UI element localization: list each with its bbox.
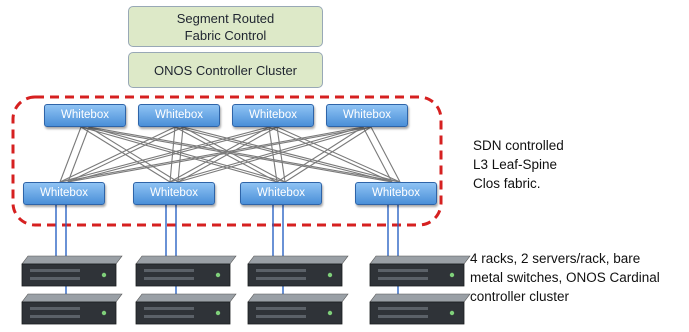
spine-leaf-link [276,126,286,183]
leaf-server-links [55,205,399,302]
segment-routed-label-line1: Segment Routed [176,10,275,26]
racks-description-line1: 4 racks, 2 servers/rack, bare [470,251,641,266]
server-bay [144,315,194,318]
fabric-description-line3: Clos fabric. [473,176,541,191]
server-top [21,293,123,303]
rack-server-icon [247,255,349,287]
spine-leaf-link [177,126,372,183]
server-led [449,310,455,316]
rack-server-icon [21,293,123,325]
server-top [135,255,237,265]
spine-leaf-link [284,126,372,183]
spine-leaf-link [59,126,176,183]
spine-leaf-link [177,126,184,183]
server-led [327,272,333,278]
server-bay [378,307,428,310]
racks-description-line2: metal switches, ONOS Cardinal [470,270,660,285]
spine-switch-3: Whitebox [232,104,314,127]
server-led [101,272,107,278]
server-bay [256,315,306,318]
server-bay [256,307,306,310]
leaf-switch-2: Whitebox [133,182,215,205]
server-led [449,272,455,278]
spine-leaf-link [88,126,401,183]
rack-server-icon [369,293,471,325]
server-led [215,272,221,278]
fabric-description-line2: L3 Leaf-Spine [473,157,558,172]
spine-switch-2: Whitebox [138,104,220,127]
spine-leaf-link [67,126,90,183]
spine-leaf-link [276,126,401,183]
onos-controller-label: ONOS Controller Cluster [153,62,298,78]
leaf-switch-4: Whitebox [355,182,437,205]
leaf-switch-3: Whitebox [240,182,322,205]
spine-leaf-link [182,126,286,183]
rack-server-icon [369,255,471,287]
spine-leaf-link [67,126,372,183]
server-bay [144,269,194,272]
spine-leaf-link [80,126,278,183]
spine-leaf-link [177,126,278,183]
server-bay [30,277,80,280]
server-led [327,310,333,316]
server-bay [256,269,306,272]
server-bay [144,307,194,310]
spine-leaf-link [67,126,278,183]
spine-leaf-link [59,126,82,183]
server-bay [378,315,428,318]
spine-leaf-link [80,126,393,183]
server-led [101,310,107,316]
spine-leaf-link [59,126,364,183]
server-bay [256,277,306,280]
server-bay [30,307,80,310]
spine-switch-1: Whitebox [44,104,126,127]
server-racks [21,255,471,325]
server-led [215,310,221,316]
server-top [21,255,123,265]
server-bay [378,277,428,280]
racks-description: 4 racks, 2 servers/rack, bare metal swit… [470,249,660,306]
server-bay [378,269,428,272]
spine-leaf-link [182,126,401,183]
spine-leaf-link [67,126,184,183]
fabric-description: SDN controlled L3 Leaf-Spine Clos fabric… [473,136,564,193]
server-bay [144,277,194,280]
spine-leaf-link [174,126,278,183]
fabric-dashed-boundary [11,95,443,227]
spine-leaf-link [370,126,401,183]
segment-routed-label-line2: Fabric Control [184,27,267,43]
server-top [247,293,349,303]
server-top [247,255,349,265]
rack-server-icon [21,255,123,287]
fabric-description-line1: SDN controlled [473,138,564,153]
segment-routed-fabric-control-box: Segment Routed Fabric Control [128,6,323,47]
rack-server-icon [135,293,237,325]
server-bay [30,315,80,318]
onos-controller-cluster-box: ONOS Controller Cluster [128,52,323,88]
spine-leaf-link [268,126,393,183]
spine-leaf-links [59,126,401,183]
spine-leaf-link [362,126,393,183]
leaf-switch-1: Whitebox [23,182,105,205]
spine-leaf-link [174,126,393,183]
server-top [369,293,471,303]
rack-server-icon [247,293,349,325]
server-top [135,293,237,303]
spine-leaf-link [88,126,179,183]
spine-switch-4: Whitebox [326,104,408,127]
spine-leaf-link [276,126,364,183]
spine-leaf-link [59,126,270,183]
rack-server-icon [135,255,237,287]
spine-leaf-link [169,126,364,183]
server-top [369,255,471,265]
spine-leaf-link [88,126,286,183]
server-bay [30,269,80,272]
racks-description-line3: controller cluster [470,289,570,304]
